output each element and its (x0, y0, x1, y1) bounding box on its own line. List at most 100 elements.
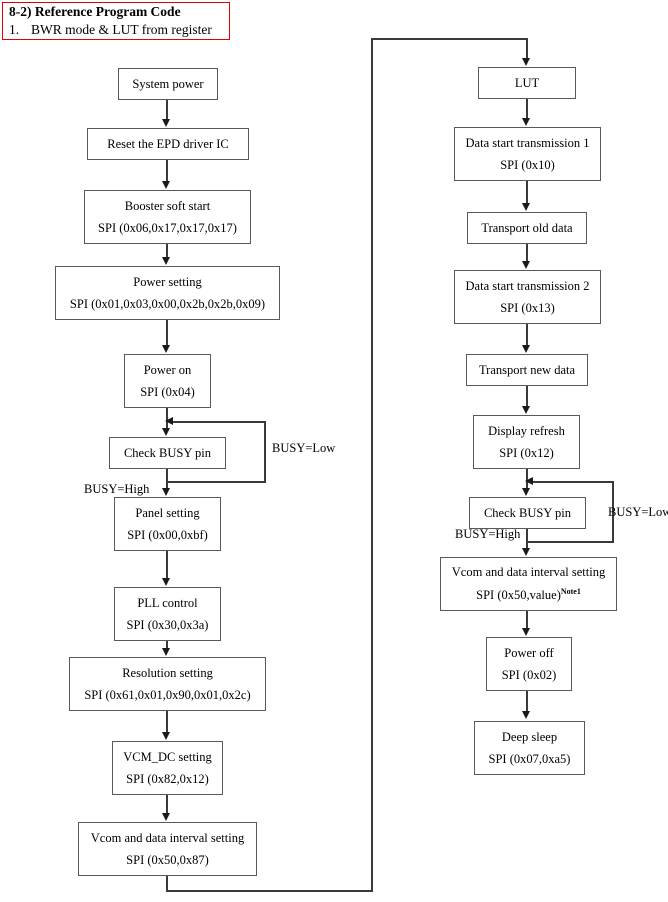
connector-bridge-down (166, 876, 168, 892)
arrowhead (165, 417, 173, 425)
arrowhead (525, 477, 533, 485)
edge-label-busy-high-right: BUSY=High (455, 527, 521, 541)
node-line-1: Deep sleep (501, 730, 558, 744)
arrowhead (522, 548, 530, 556)
connector-resolution-to-vcm-dc (166, 711, 168, 733)
node-resolution-setting: Resolution setting SPI (0x61,0x01,0x90,0… (69, 657, 266, 711)
node-panel-setting: Panel setting SPI (0x00,0xbf) (114, 497, 221, 551)
edge-label-busy-high-left: BUSY=High (84, 482, 150, 496)
connector-power-off-to-deep-sleep (526, 691, 528, 712)
node-deep-sleep: Deep sleep SPI (0x07,0xa5) (474, 721, 585, 775)
list-item-number: 1. (9, 22, 20, 37)
connector-bridge-into-lut (526, 38, 528, 59)
node-power-on: Power on SPI (0x04) (124, 354, 211, 408)
connector-transport-new-to-display-refresh (526, 386, 528, 407)
connector-busy-low-loop-2-top (530, 481, 614, 483)
node-line-2: SPI (0x30,0x3a) (126, 617, 209, 632)
arrowhead (162, 181, 170, 189)
node-line-1: Reset the EPD driver IC (107, 136, 229, 151)
arrowhead (522, 488, 530, 496)
arrowhead (162, 578, 170, 586)
arrowhead (522, 406, 530, 414)
arrowhead (162, 648, 170, 656)
node-system-power: System power (118, 68, 218, 100)
arrowhead (162, 488, 170, 496)
node-line-1: Check BUSY pin (483, 505, 572, 520)
node-power-setting: Power setting SPI (0x01,0x03,0x00,0x2b,0… (55, 266, 280, 320)
note-superscript: Note1 (560, 586, 581, 596)
node-line-1: Power setting (133, 275, 202, 289)
connector-busy-low-loop-bottom (166, 481, 266, 483)
connector-busy-low-loop-right (264, 421, 266, 482)
arrowhead (162, 428, 170, 436)
node-lut: LUT (478, 67, 576, 99)
node-reset-epd-driver-ic: Reset the EPD driver IC (87, 128, 249, 160)
connector-bridge-up (371, 38, 373, 891)
node-data-start-transmission-2: Data start transmission 2 SPI (0x13) (454, 270, 601, 324)
arrowhead (522, 261, 530, 269)
edge-label-busy-low-left: BUSY=Low (272, 441, 336, 455)
node-line-2: SPI (0x10) (500, 157, 555, 172)
page-title: 8-2) Reference Program Code (9, 4, 181, 19)
arrowhead (522, 345, 530, 353)
node-line-2: SPI (0x61,0x01,0x90,0x01,0x2c) (84, 687, 251, 702)
node-line-1: System power (132, 76, 204, 91)
node-line-1: Transport old data (481, 220, 573, 235)
node-line-1: VCM_DC setting (123, 750, 212, 764)
connector-reset-to-booster (166, 160, 168, 182)
node-line-2: SPI (0x50,0x87) (126, 852, 209, 867)
node-transport-new-data: Transport new data (466, 354, 588, 386)
node-line-2: SPI (0x04) (140, 384, 195, 399)
connector-panel-setting-to-pll (166, 551, 168, 578)
connector-check-busy-2-to-vcom-2 (526, 529, 528, 548)
node-booster-soft-start: Booster soft start SPI (0x06,0x17,0x17,0… (84, 190, 251, 244)
node-pll-control: PLL control SPI (0x30,0x3a) (114, 587, 221, 641)
node-line-2: SPI (0x50,value)Note1 (476, 586, 581, 603)
list-item-label: BWR mode & LUT from register (31, 22, 212, 37)
node-line-2: SPI (0x02) (501, 667, 557, 682)
node-line-1: Booster soft start (124, 199, 211, 213)
node-line-2: SPI (0x06,0x17,0x17,0x17) (98, 220, 237, 235)
node-line-1: Power on (143, 363, 192, 377)
connector-dst2-to-transport-new (526, 324, 528, 346)
node-line-2: SPI (0x13) (500, 300, 555, 315)
arrowhead (522, 628, 530, 636)
node-vcom-and-data-interval-setting-1: Vcom and data interval setting SPI (0x50… (78, 822, 257, 876)
arrowhead (162, 119, 170, 127)
node-line-1: Transport new data (478, 362, 576, 377)
node-display-refresh: Display refresh SPI (0x12) (473, 415, 580, 469)
node-power-off: Power off SPI (0x02) (486, 637, 572, 691)
arrowhead (162, 345, 170, 353)
connector-busy-low-loop-2-bottom (526, 541, 614, 543)
node-data-start-transmission-1: Data start transmission 1 SPI (0x10) (454, 127, 601, 181)
node-line-1: Vcom and data interval setting (90, 831, 245, 845)
title-list-item: 1. BWR mode & LUT from register (9, 22, 212, 38)
node-line-2: SPI (0x00,0xbf) (127, 527, 208, 542)
connector-busy-low-loop-2-right (612, 481, 614, 542)
arrowhead (522, 203, 530, 211)
node-line-1: Check BUSY pin (123, 445, 212, 460)
node-line-2: SPI (0x07,0xa5) (488, 751, 571, 766)
node-line-1: Power off (504, 646, 554, 660)
node-line-1: Panel setting (135, 506, 200, 520)
node-check-busy-pin-1: Check BUSY pin (109, 437, 226, 469)
connector-pll-to-resolution (166, 641, 168, 649)
node-transport-old-data: Transport old data (467, 212, 587, 244)
node-line-2: SPI (0x12) (499, 445, 554, 460)
node-line-1: Data start transmission 1 (465, 136, 590, 150)
node-check-busy-pin-2: Check BUSY pin (469, 497, 586, 529)
arrowhead (522, 118, 530, 126)
node-line-1: Resolution setting (122, 666, 213, 680)
connector-power-setting-to-power-on (166, 320, 168, 346)
connector-busy-low-loop-top (170, 421, 265, 423)
node-line-1: PLL control (137, 596, 198, 610)
node-line-2: SPI (0x01,0x03,0x00,0x2b,0x2b,0x09) (69, 296, 266, 311)
connector-system-power-to-reset (166, 100, 168, 120)
node-line-1: Display refresh (488, 424, 565, 438)
node-vcom-and-data-interval-setting-2: Vcom and data interval setting SPI (0x50… (440, 557, 617, 611)
connector-bridge-top (371, 38, 528, 40)
arrowhead (522, 58, 530, 66)
node-line-2-text: SPI (0x50,value) (476, 588, 561, 603)
connector-booster-to-power-setting (166, 244, 168, 258)
